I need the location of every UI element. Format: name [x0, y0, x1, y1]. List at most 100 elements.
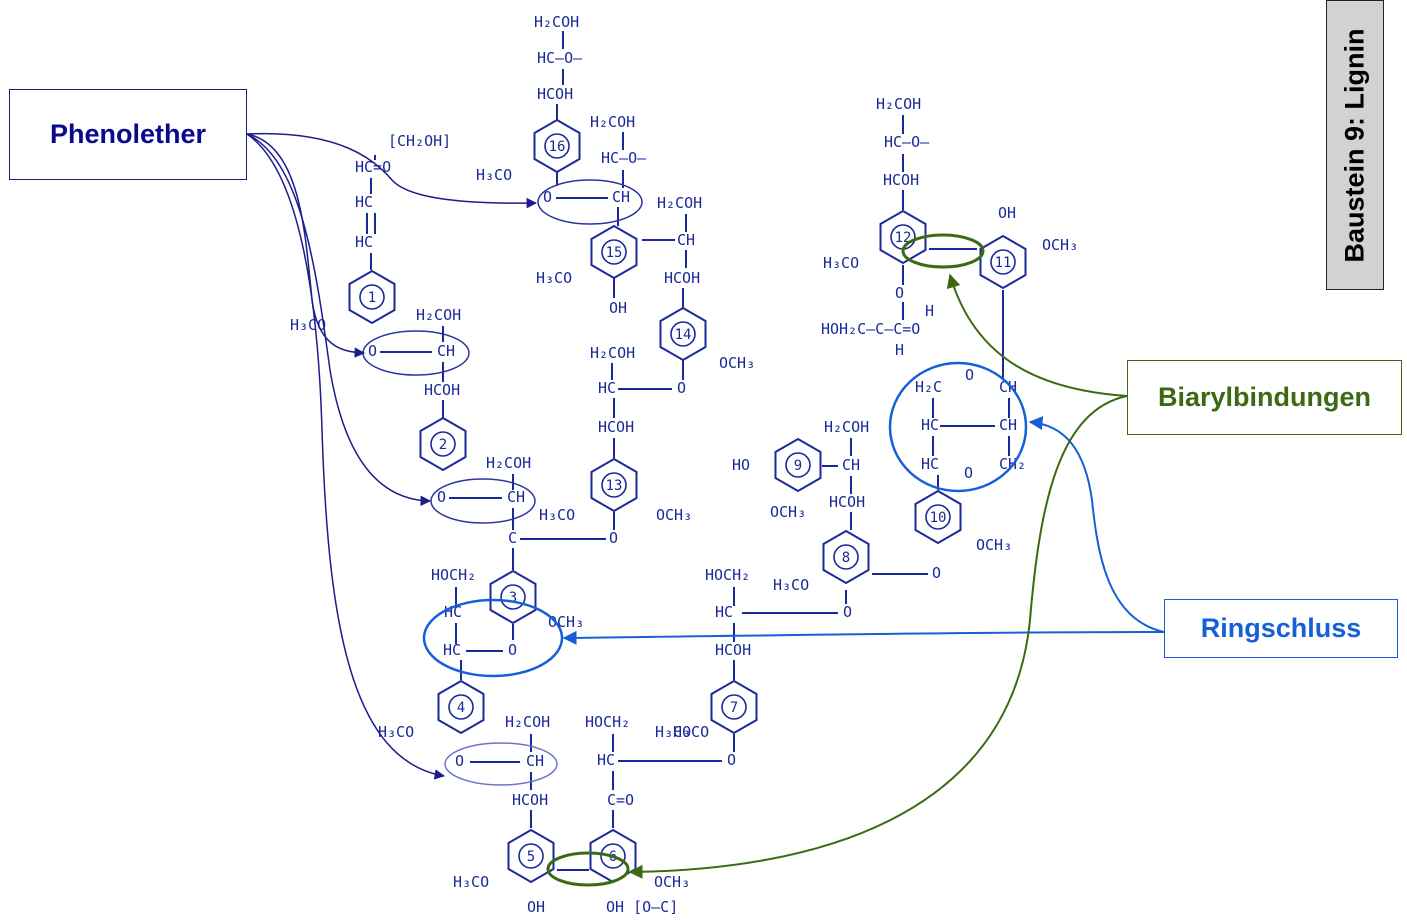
- annotation-arrows: [246, 132, 1165, 879]
- chem-group-label: OCH₃: [1042, 236, 1078, 254]
- chem-group-label: O: [727, 751, 736, 769]
- aromatic-ring-9: 9: [774, 437, 822, 493]
- chem-group-label: HO: [732, 456, 750, 474]
- chem-group-label: OCH₃: [976, 536, 1012, 554]
- chem-group-label: CH: [437, 342, 455, 360]
- chem-group-label: O: [609, 529, 618, 547]
- chem-group-label: O: [437, 488, 446, 506]
- chem-group-label: HCOH: [598, 418, 634, 436]
- aromatic-ring-15: 15: [590, 224, 638, 280]
- chem-group-label: H₂COH: [416, 306, 461, 324]
- chem-group-label: OH [O—C]: [606, 898, 678, 916]
- chem-group-label: HCOH: [512, 791, 548, 809]
- chem-group-label: O: [964, 464, 973, 482]
- ringschluss-label: Ringschluss: [1164, 599, 1398, 658]
- chem-group-label: HC: [921, 455, 939, 473]
- chem-group-label: O: [843, 603, 852, 621]
- biarylbindungen-label: Biarylbindungen: [1127, 360, 1402, 435]
- title-box: Baustein 9: Lignin: [1326, 0, 1384, 290]
- chem-group-label: HOCH₂: [431, 566, 476, 584]
- chem-group-label: HCOH: [537, 85, 573, 103]
- arrow-phenolether-to-2-3: [246, 133, 432, 507]
- ring-number: 15: [606, 245, 623, 261]
- chem-group-label: OH: [609, 299, 627, 317]
- ring-number: 3: [509, 590, 517, 606]
- phenolether-highlight-16-15: [537, 179, 643, 225]
- chem-group-label: OCH₃: [656, 506, 692, 524]
- chem-group-label: HC: [444, 603, 462, 621]
- chem-group-label: O: [543, 188, 552, 206]
- chem-group-label: H₃CO: [476, 166, 512, 184]
- chem-group-label: CH: [612, 188, 630, 206]
- ring-number: 7: [730, 700, 738, 716]
- phenolether-label: Phenolether: [9, 89, 247, 180]
- chem-group-label: H: [925, 302, 934, 320]
- aromatic-ring-3: 3: [489, 569, 537, 625]
- aromatic-ring-16: 16: [533, 118, 581, 174]
- ring-number: 5: [527, 849, 535, 865]
- chem-group-label: OH: [527, 898, 545, 916]
- chem-group-label: OCH₃: [770, 503, 806, 521]
- ring-number: 4: [457, 700, 465, 716]
- aromatic-ring-13: 13: [590, 457, 638, 513]
- ring-number: 9: [794, 458, 802, 474]
- chem-group-label: HC—O—: [601, 149, 647, 167]
- chem-group-label: HOCH₂: [705, 566, 750, 584]
- ring-number: 14: [675, 327, 692, 343]
- aromatic-ring-8: 8: [822, 529, 870, 585]
- ring-number: 10: [930, 510, 947, 526]
- chem-group-label: HC: [443, 641, 461, 659]
- chem-group-label: HC: [355, 233, 373, 251]
- chem-group-label: [CH₂OH]: [388, 132, 451, 150]
- aromatic-ring-11: 11: [979, 234, 1027, 290]
- chem-group-label: OCH₃: [719, 354, 755, 372]
- aromatic-ring-5: 5: [507, 828, 555, 884]
- chem-group-label: H₂COH: [657, 194, 702, 212]
- slide-title: Baustein 9: Lignin: [1339, 27, 1370, 263]
- chem-group-label: OCH₃: [654, 873, 690, 891]
- chem-group-label: HC=O: [355, 158, 391, 176]
- chem-group-label: C: [508, 529, 517, 547]
- chem-group-label: H₃CO: [655, 723, 691, 741]
- chem-group-label: CH: [999, 416, 1017, 434]
- chem-group-label: C=O: [607, 791, 634, 809]
- arrow-biaryl-to-12-11: [946, 273, 1128, 397]
- ring-number: 1: [368, 290, 376, 306]
- structure-bonds: [366, 31, 1010, 871]
- aromatic-ring-2: 2: [419, 416, 467, 472]
- chem-group-label: O: [368, 342, 377, 360]
- chem-group-label: CH: [999, 378, 1017, 396]
- chem-group-label: CH: [842, 456, 860, 474]
- chem-group-label: O: [508, 641, 517, 659]
- arrow-ringschluss-to-10-11: [1028, 416, 1165, 633]
- chem-group-label: HC: [597, 751, 615, 769]
- ringschluss-highlight-10-11: [888, 361, 1028, 493]
- chem-group-label: O: [895, 284, 904, 302]
- aromatic-ring-4: 4: [437, 679, 485, 735]
- chem-group-label: HC: [715, 603, 733, 621]
- chem-group-label: H₃CO: [536, 269, 572, 287]
- chem-group-label: HCOH: [715, 641, 751, 659]
- ring-number: 11: [995, 255, 1012, 271]
- chem-group-label: HOCH₂: [585, 713, 630, 731]
- chem-group-label: HC—O—: [537, 49, 583, 67]
- chem-group-label: HC: [355, 193, 373, 211]
- chem-group-label: HOH₂C—C—C=O: [821, 320, 920, 338]
- chem-group-label: HCOH: [664, 269, 700, 287]
- chem-group-label: H₂COH: [486, 454, 531, 472]
- ring-number: 2: [439, 437, 447, 453]
- aromatic-ring-14: 14: [659, 306, 707, 362]
- arrow-phenolether-to-4-5: [246, 133, 446, 780]
- aromatic-ring-7: 7: [710, 679, 758, 735]
- chem-group-label: H₃CO: [378, 723, 414, 741]
- chem-group-label: O: [932, 564, 941, 582]
- chem-group-label: H₃CO: [673, 723, 709, 741]
- ring-number: 16: [549, 139, 566, 155]
- chem-group-label: CH: [507, 488, 525, 506]
- chem-group-label: H: [895, 341, 904, 359]
- aromatic-ring-10: 10: [914, 489, 962, 545]
- bond-highlights: [362, 179, 1028, 887]
- chem-group-label: OH: [998, 204, 1016, 222]
